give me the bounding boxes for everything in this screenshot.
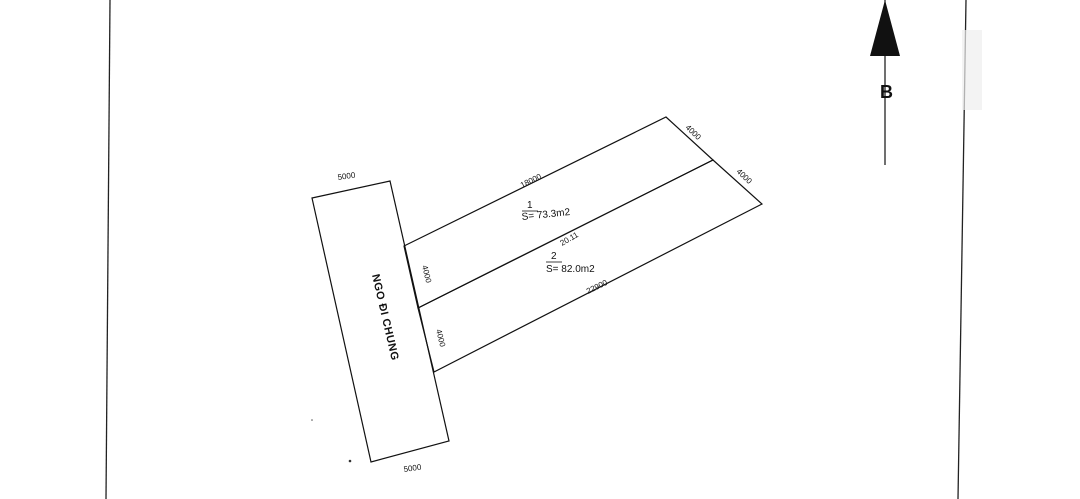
- road-label: NGO ĐI CHUNG: [369, 273, 401, 362]
- lot-1-area: S= 73.3m2: [521, 207, 571, 223]
- dim-lot2-bottom: 22900: [585, 278, 609, 296]
- frame-left-line: [105, 0, 111, 499]
- dim-lot1-right: 4000: [684, 123, 703, 142]
- watermark-mark: [962, 30, 982, 110]
- lot-2-label: 2 S= 82.0m2: [546, 251, 595, 275]
- north-arrow-icon: [870, 0, 900, 165]
- lot-2-number: 2: [551, 251, 557, 262]
- scan-speck: [311, 419, 313, 421]
- lot-1-number: 1: [527, 200, 533, 211]
- scan-speck: [348, 459, 352, 463]
- lot-2-area: S= 82.0m2: [546, 264, 595, 275]
- dim-road-top: 5000: [337, 171, 356, 182]
- north-label: B: [880, 82, 893, 102]
- dim-divider: 20.11: [559, 230, 581, 248]
- dim-lot2-left: 4000: [434, 328, 447, 348]
- road-outline: [311, 180, 450, 463]
- lot-2-outline: [417, 159, 764, 373]
- lot-1-label: 1 S= 73.3m2: [521, 200, 571, 223]
- dim-lot1-top: 18000: [519, 172, 543, 190]
- dim-lot1-left: 4000: [420, 264, 433, 284]
- dim-road-bottom: 5000: [403, 463, 422, 474]
- dim-lot2-right: 4000: [735, 167, 754, 186]
